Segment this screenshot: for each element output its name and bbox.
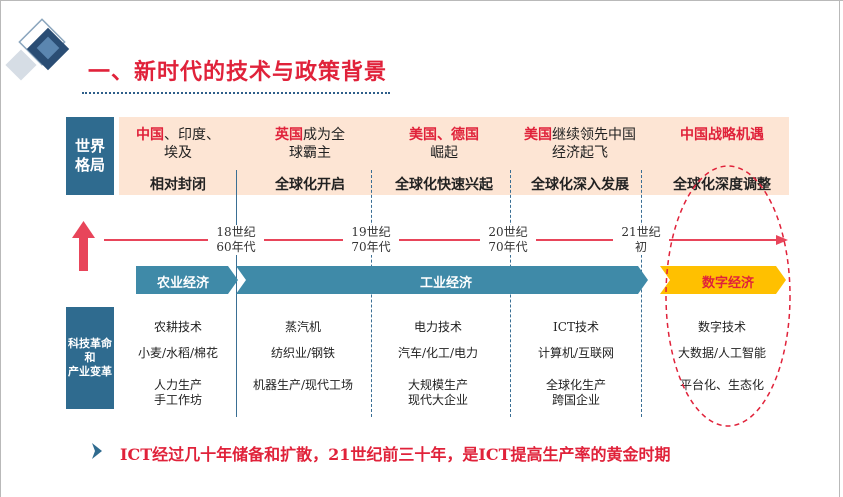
world-cell-3: 美国、德国崛起	[374, 126, 514, 162]
globalization-phase-3: 全球化快速兴起	[395, 177, 493, 193]
era-arrows	[136, 266, 786, 294]
up-arrow-head	[72, 221, 95, 238]
tech-revolution-label: 科技革命和产业变革	[66, 307, 114, 409]
world-pattern-band	[119, 117, 789, 195]
world-cell-1: 中国、印度、埃及	[108, 126, 248, 162]
tech-item-2-2: 纺织业/钢铁	[270, 346, 336, 360]
divider-21st-century	[641, 170, 642, 417]
agriculture-arrow	[136, 266, 238, 294]
world-cell-line1: 美国、德国	[409, 127, 479, 143]
world-pattern-label-text: 世界格局	[74, 137, 105, 174]
world-cell-line1: 美国继续领先中国	[524, 127, 636, 143]
globalization-phase-1: 相对封闭	[150, 177, 206, 193]
chevron-right-icon	[92, 443, 102, 459]
bottom-note: ICT经过几十年储备和扩散，21世纪前三十年，是ICT提高生产率的黄金时期	[120, 445, 671, 464]
frame-top	[0, 0, 843, 1]
world-cell-line1: 中国战略机遇	[680, 127, 764, 143]
world-cell-5: 中国战略机遇	[652, 126, 792, 144]
title-underline	[82, 92, 390, 94]
tech-item-1-1: 农耕技术	[153, 320, 202, 334]
world-cell-line2: 埃及	[164, 145, 192, 161]
industry-arrow	[236, 266, 648, 294]
world-cell-line1: 中国、印度、	[136, 127, 220, 143]
digital-highlight-ellipse	[665, 165, 791, 427]
timeline-tick-4: 21世纪初	[613, 225, 669, 255]
world-pattern-label: 世界格局	[66, 117, 114, 195]
tech-item-5-1: 数字技术	[697, 320, 746, 334]
tech-item-4-3: 全球化生产跨国企业	[545, 378, 606, 407]
world-cell-line1: 英国成为全	[275, 127, 345, 143]
decorative-diamond-logo	[5, 18, 70, 81]
tech-item-3-3: 大规模生产现代大企业	[407, 378, 468, 407]
frame-right	[839, 0, 840, 497]
world-cell-2: 英国成为全球霸主	[240, 126, 380, 162]
tech-item-3-1: 电力技术	[413, 320, 462, 334]
tech-item-1-2: 小麦/水稻/棉花	[137, 346, 219, 360]
tech-item-2-3: 机器生产/现代工场	[252, 378, 354, 392]
tech-item-5-3: 平台化、生态化	[679, 378, 764, 392]
timeline-arrowhead	[776, 235, 788, 245]
tech-item-1-3: 人力生产手工作坊	[153, 378, 202, 407]
globalization-phase-2: 全球化开启	[275, 177, 345, 193]
tech-item-4-1: ICT技术	[553, 320, 599, 334]
globalization-phase-4: 全球化深入发展	[531, 177, 629, 193]
digital-arrow	[660, 266, 786, 294]
industry-era-label: 工业经济	[419, 276, 472, 291]
tech-item-5-2: 大数据/人工智能	[677, 346, 767, 360]
world-cell-line2: 球霸主	[289, 145, 331, 161]
world-cell-line2: 崛起	[430, 145, 458, 161]
world-cell-line2: 经济起飞	[552, 145, 608, 161]
tech-revolution-label-text: 科技革命和产业变革	[68, 337, 112, 378]
agriculture-era-label: 农业经济	[156, 276, 209, 291]
digital-era-label: 数字经济	[701, 276, 754, 291]
world-cell-4: 美国继续领先中国经济起飞	[510, 126, 650, 162]
up-arrow-shaft	[79, 237, 88, 271]
tech-item-4-2: 计算机/互联网	[537, 346, 615, 360]
tech-item-2-1: 蒸汽机	[284, 320, 321, 334]
tech-item-3-2: 汽车/化工/电力	[397, 346, 479, 360]
frame-left	[0, 0, 1, 497]
globalization-phase-5: 全球化深度调整	[673, 177, 771, 193]
page-title: 一、新时代的技术与政策背景	[88, 60, 388, 85]
